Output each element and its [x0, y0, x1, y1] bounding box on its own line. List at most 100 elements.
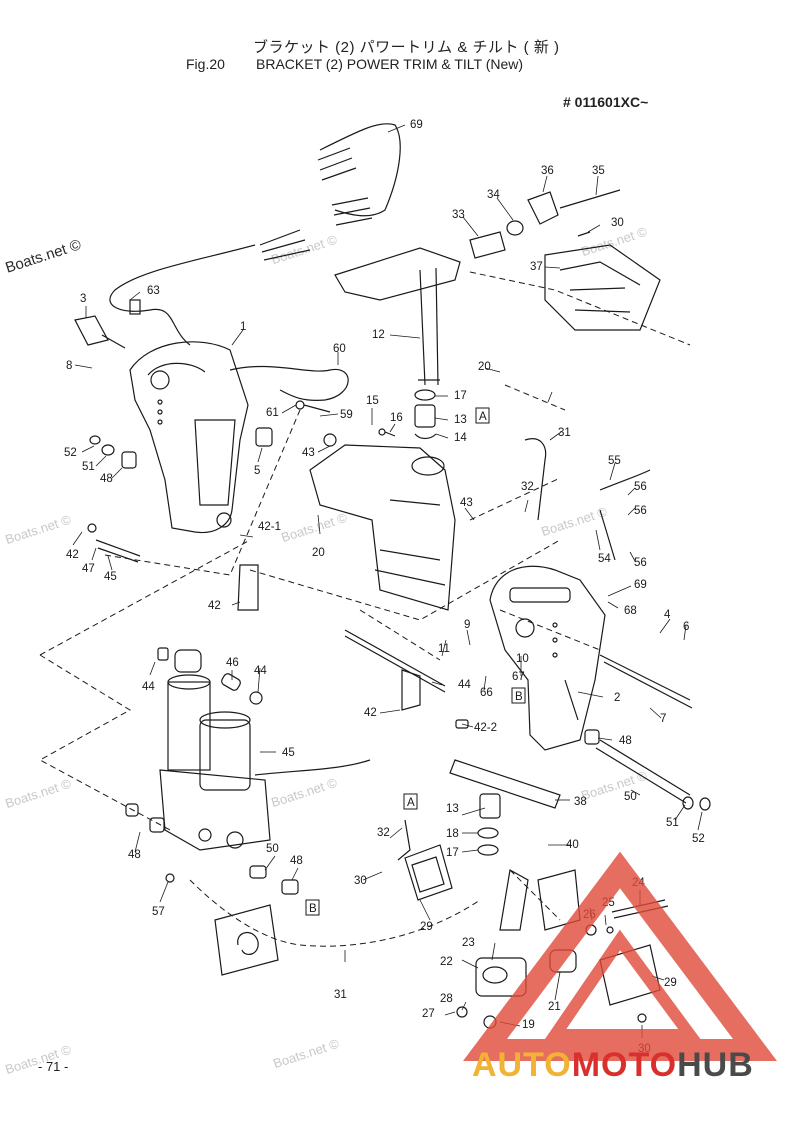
callout: 50: [266, 843, 279, 855]
callout: 60: [333, 343, 346, 355]
rod-7: [599, 654, 691, 701]
shaft-44-plate-42: [237, 564, 469, 729]
callout: 11: [438, 643, 450, 655]
callout: 35: [592, 165, 605, 177]
callout: 17: [446, 847, 459, 859]
clip-inset: [214, 904, 279, 976]
callout: 67: [512, 671, 525, 683]
box-label-a: A: [407, 797, 415, 809]
wire-57: [599, 469, 651, 491]
callout: 43: [302, 447, 315, 459]
callout: 44: [254, 665, 267, 677]
callout: 8: [66, 360, 72, 372]
callout: 44: [458, 679, 471, 691]
logo-moto: MOTO: [571, 1046, 678, 1084]
callout: 20: [478, 361, 491, 373]
callout: 20: [312, 547, 325, 559]
box-label-b: B: [515, 691, 523, 703]
callout: 56: [634, 505, 647, 517]
callout: 48: [128, 849, 141, 861]
callout: 48: [290, 855, 303, 867]
callout: 36: [541, 165, 554, 177]
logo-hub: HUB: [677, 1046, 754, 1084]
callout: 52: [692, 833, 705, 845]
callout: 66: [480, 687, 493, 699]
callout: 18: [446, 828, 459, 840]
callout: 61: [266, 407, 279, 419]
callout: 17: [454, 390, 467, 402]
callout: 48: [619, 735, 632, 747]
callout: 48: [100, 473, 113, 485]
callout: 30: [354, 875, 367, 887]
callout: 34: [487, 189, 500, 201]
callout: 69: [410, 119, 423, 131]
callout: 19: [522, 1019, 535, 1031]
serial-range: # 011601XC~: [563, 94, 649, 110]
callout: 51: [666, 817, 679, 829]
callout: 42-1: [258, 521, 281, 533]
boxed-reference-labels: A B A B: [305, 407, 526, 916]
callout: 43: [460, 497, 473, 509]
bolt-3: [74, 315, 126, 349]
callout: 21: [548, 1001, 561, 1013]
callout: 16: [390, 412, 403, 424]
callout: 56: [634, 557, 647, 569]
callout: 31: [334, 989, 347, 1001]
callout: 9: [464, 619, 470, 631]
callout: 37: [530, 261, 543, 273]
title-japanese: ブラケット (2) パワートリム & チルト ( 新 ): [253, 39, 560, 56]
callout: 56: [634, 481, 647, 493]
callout: 55: [608, 455, 621, 467]
wire-loop-63: [109, 229, 311, 346]
callout: 40: [566, 839, 579, 851]
callout: 3: [80, 293, 86, 305]
callout: 42: [364, 707, 377, 719]
callout: 57: [152, 906, 165, 918]
callout: 29: [420, 921, 433, 933]
tilt-arm-12: [334, 247, 461, 386]
pin-46: [87, 523, 141, 563]
callout: 45: [282, 747, 295, 759]
callout: 42: [208, 600, 221, 612]
callout: 6: [683, 621, 689, 633]
callout: 69: [634, 579, 647, 591]
callout: 33: [452, 209, 465, 221]
callout: 44: [142, 681, 155, 693]
callout: 42-2: [474, 722, 497, 734]
callout: 7: [660, 713, 666, 725]
rod-51: [584, 729, 711, 811]
wire-60: [229, 365, 349, 401]
callout: 4: [664, 609, 671, 621]
callout: 22: [440, 956, 453, 968]
callout: 10: [516, 653, 529, 665]
box-label-b: B: [309, 903, 317, 915]
automotohub-logo: AUTOMOTOHUB: [472, 1046, 754, 1085]
callout: 28: [440, 993, 453, 1005]
wire-harness-69: [317, 123, 401, 226]
callout: 42: [66, 549, 79, 561]
callout: 38: [574, 796, 587, 808]
page-number: - 71 -: [38, 1059, 69, 1074]
figure-number: Fig.20: [186, 56, 225, 72]
bushing-13-14-17: [378, 389, 437, 440]
callout: 12: [372, 329, 385, 341]
callout: 14: [454, 432, 467, 444]
callout: 59: [340, 409, 353, 421]
callout: 15: [366, 395, 379, 407]
callout: 13: [446, 803, 459, 815]
logo-auto: AUTO: [472, 1046, 572, 1084]
callout: 31: [558, 427, 571, 439]
callout: 1: [240, 321, 246, 333]
callout-labels: 69 35 36 34 33 30 37 12 63 3 1 60 8 20 1…: [64, 119, 705, 1055]
callout: 5: [254, 465, 260, 477]
box-label-a: A: [479, 411, 487, 423]
swivel-bracket-11: [309, 444, 456, 611]
callout: 52: [64, 447, 77, 459]
strap-40: [449, 759, 561, 809]
callout: 32: [377, 827, 390, 839]
bushings-47-48-52-53: [125, 647, 299, 895]
stern-bracket-38: [544, 244, 661, 331]
callout: 54: [598, 553, 611, 565]
